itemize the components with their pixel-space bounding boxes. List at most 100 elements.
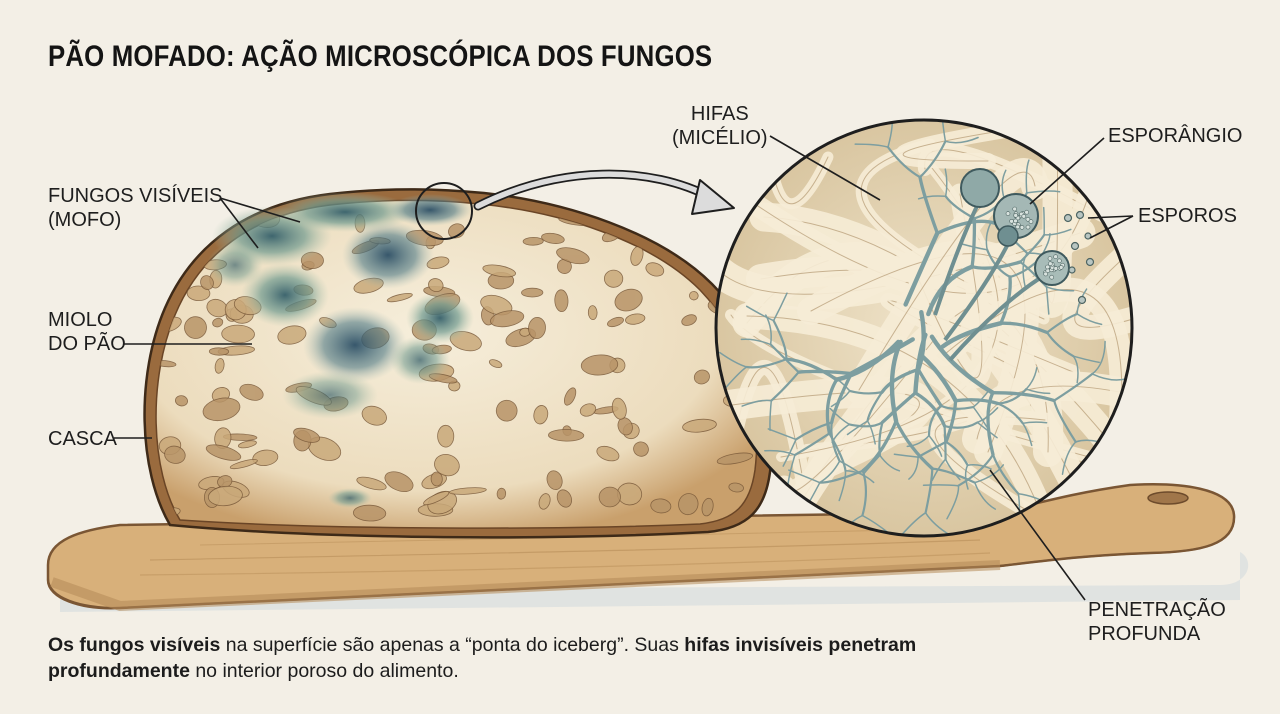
sporangia: [933, 168, 1070, 362]
crumb-hole: [384, 471, 414, 493]
hypha: [918, 175, 939, 235]
label-line: PENETRAÇÃO: [1088, 599, 1226, 621]
hypha: [848, 389, 884, 395]
hypha: [880, 367, 920, 394]
zoom-arrow: [473, 169, 735, 215]
hypha: [1025, 388, 1051, 395]
hypha: [1043, 228, 1072, 236]
hypha: [972, 406, 988, 428]
sporangium-spore: [1043, 271, 1048, 277]
crumb-hole: [650, 498, 672, 514]
crumb-hole: [556, 489, 573, 508]
label-line: PROFUNDA: [1088, 623, 1201, 645]
crumb-hole: [604, 269, 624, 288]
label-line: FUNGOS VISÍVEIS: [48, 185, 223, 207]
hypha: [1061, 441, 1077, 475]
crumb-hole: [678, 493, 699, 516]
hypha: [1045, 286, 1075, 292]
sporangium-spore: [1045, 264, 1050, 270]
crumb-hole: [490, 310, 525, 328]
hypha: [929, 334, 995, 395]
hypha: [974, 481, 997, 510]
hypha: [830, 390, 851, 408]
crumb-hole: [690, 240, 720, 261]
crumb-hole: [546, 470, 563, 491]
crumb-hole: [202, 397, 241, 422]
crumb-hole: [625, 313, 646, 325]
crumb-hole: [386, 292, 413, 303]
crumb-hole: [548, 429, 585, 442]
crumb-hole: [449, 487, 487, 495]
leader-lines: [114, 135, 1134, 601]
sporangium-spore: [1057, 258, 1062, 264]
crumb-hole: [207, 485, 243, 507]
crumb-hole: [645, 262, 665, 277]
hypha: [908, 456, 919, 480]
crumb-hole: [237, 440, 257, 449]
crumb-hole: [538, 493, 551, 510]
hypha: [940, 321, 1004, 349]
hypha: [903, 230, 940, 307]
hypha: [953, 398, 1000, 406]
sporangium-spore: [1048, 261, 1053, 267]
hypha: [784, 357, 839, 382]
hypha: [916, 367, 943, 408]
crumb-hole: [682, 418, 717, 433]
hypha: [1022, 421, 1048, 425]
hypha: [887, 120, 894, 148]
hypha: [916, 310, 926, 372]
label-line: (MOFO): [48, 209, 122, 231]
label-hifas: HIFAS (MICÉLIO): [672, 102, 768, 150]
crumb-hole: [633, 441, 649, 457]
hypha: [745, 305, 775, 322]
hypha: [866, 391, 884, 423]
hypha: [970, 216, 977, 269]
crumb-hole: [423, 491, 450, 506]
hypha: [996, 402, 1024, 425]
crumb-hole: [488, 359, 503, 369]
crumb-hole: [205, 444, 242, 461]
hypha: [1042, 206, 1045, 236]
hypha: [848, 421, 884, 428]
hypha: [1072, 355, 1100, 364]
hypha: [880, 391, 918, 424]
label-line: CASCA: [48, 428, 117, 450]
crumb-hole: [533, 405, 549, 425]
label-line: ESPOROS: [1138, 205, 1237, 227]
hypha: [944, 440, 969, 467]
sporangium-spore: [1012, 206, 1018, 212]
hypha: [931, 458, 947, 481]
caption-text: no interior poroso do alimento.: [189, 660, 459, 682]
crumb-hole: [580, 354, 619, 376]
hypha: [1025, 366, 1038, 390]
label-line: (MICÉLIO): [672, 127, 768, 149]
crumb-hole: [184, 316, 207, 339]
page-title: PÃO MOFADO: AÇÃO MICROSCÓPICA DOS FUNGOS: [48, 40, 713, 73]
hypha: [1053, 399, 1077, 443]
bread-fiber: [902, 125, 1032, 162]
label-line: HIFAS: [690, 103, 749, 125]
label-miolo: MIOLO DO PÃO: [48, 308, 126, 356]
crumb-hole: [495, 399, 518, 422]
sporangium-spore: [1049, 274, 1054, 280]
hypha: [1072, 355, 1079, 384]
crumb-hole: [430, 471, 443, 487]
hypha: [830, 374, 851, 392]
hypha: [846, 420, 869, 436]
crumb-hole: [482, 264, 516, 278]
crumb-hole: [437, 424, 455, 448]
label-esporangio: ESPORÂNGIO: [1108, 124, 1242, 148]
hypha: [996, 388, 1028, 405]
crumb-hole: [521, 287, 544, 298]
hypha: [741, 399, 773, 407]
hypha: [724, 366, 748, 390]
hypha: [974, 464, 1005, 484]
sporangium-spore: [1021, 214, 1027, 219]
hypha: [854, 143, 889, 148]
label-fungos-visiveis: FUNGOS VISÍVEIS (MOFO): [48, 184, 222, 232]
crumb-hole: [434, 453, 460, 477]
hypha: [772, 292, 788, 322]
caption: Os fungos visíveis na superfície são ape…: [48, 632, 948, 684]
hypha: [829, 407, 851, 426]
